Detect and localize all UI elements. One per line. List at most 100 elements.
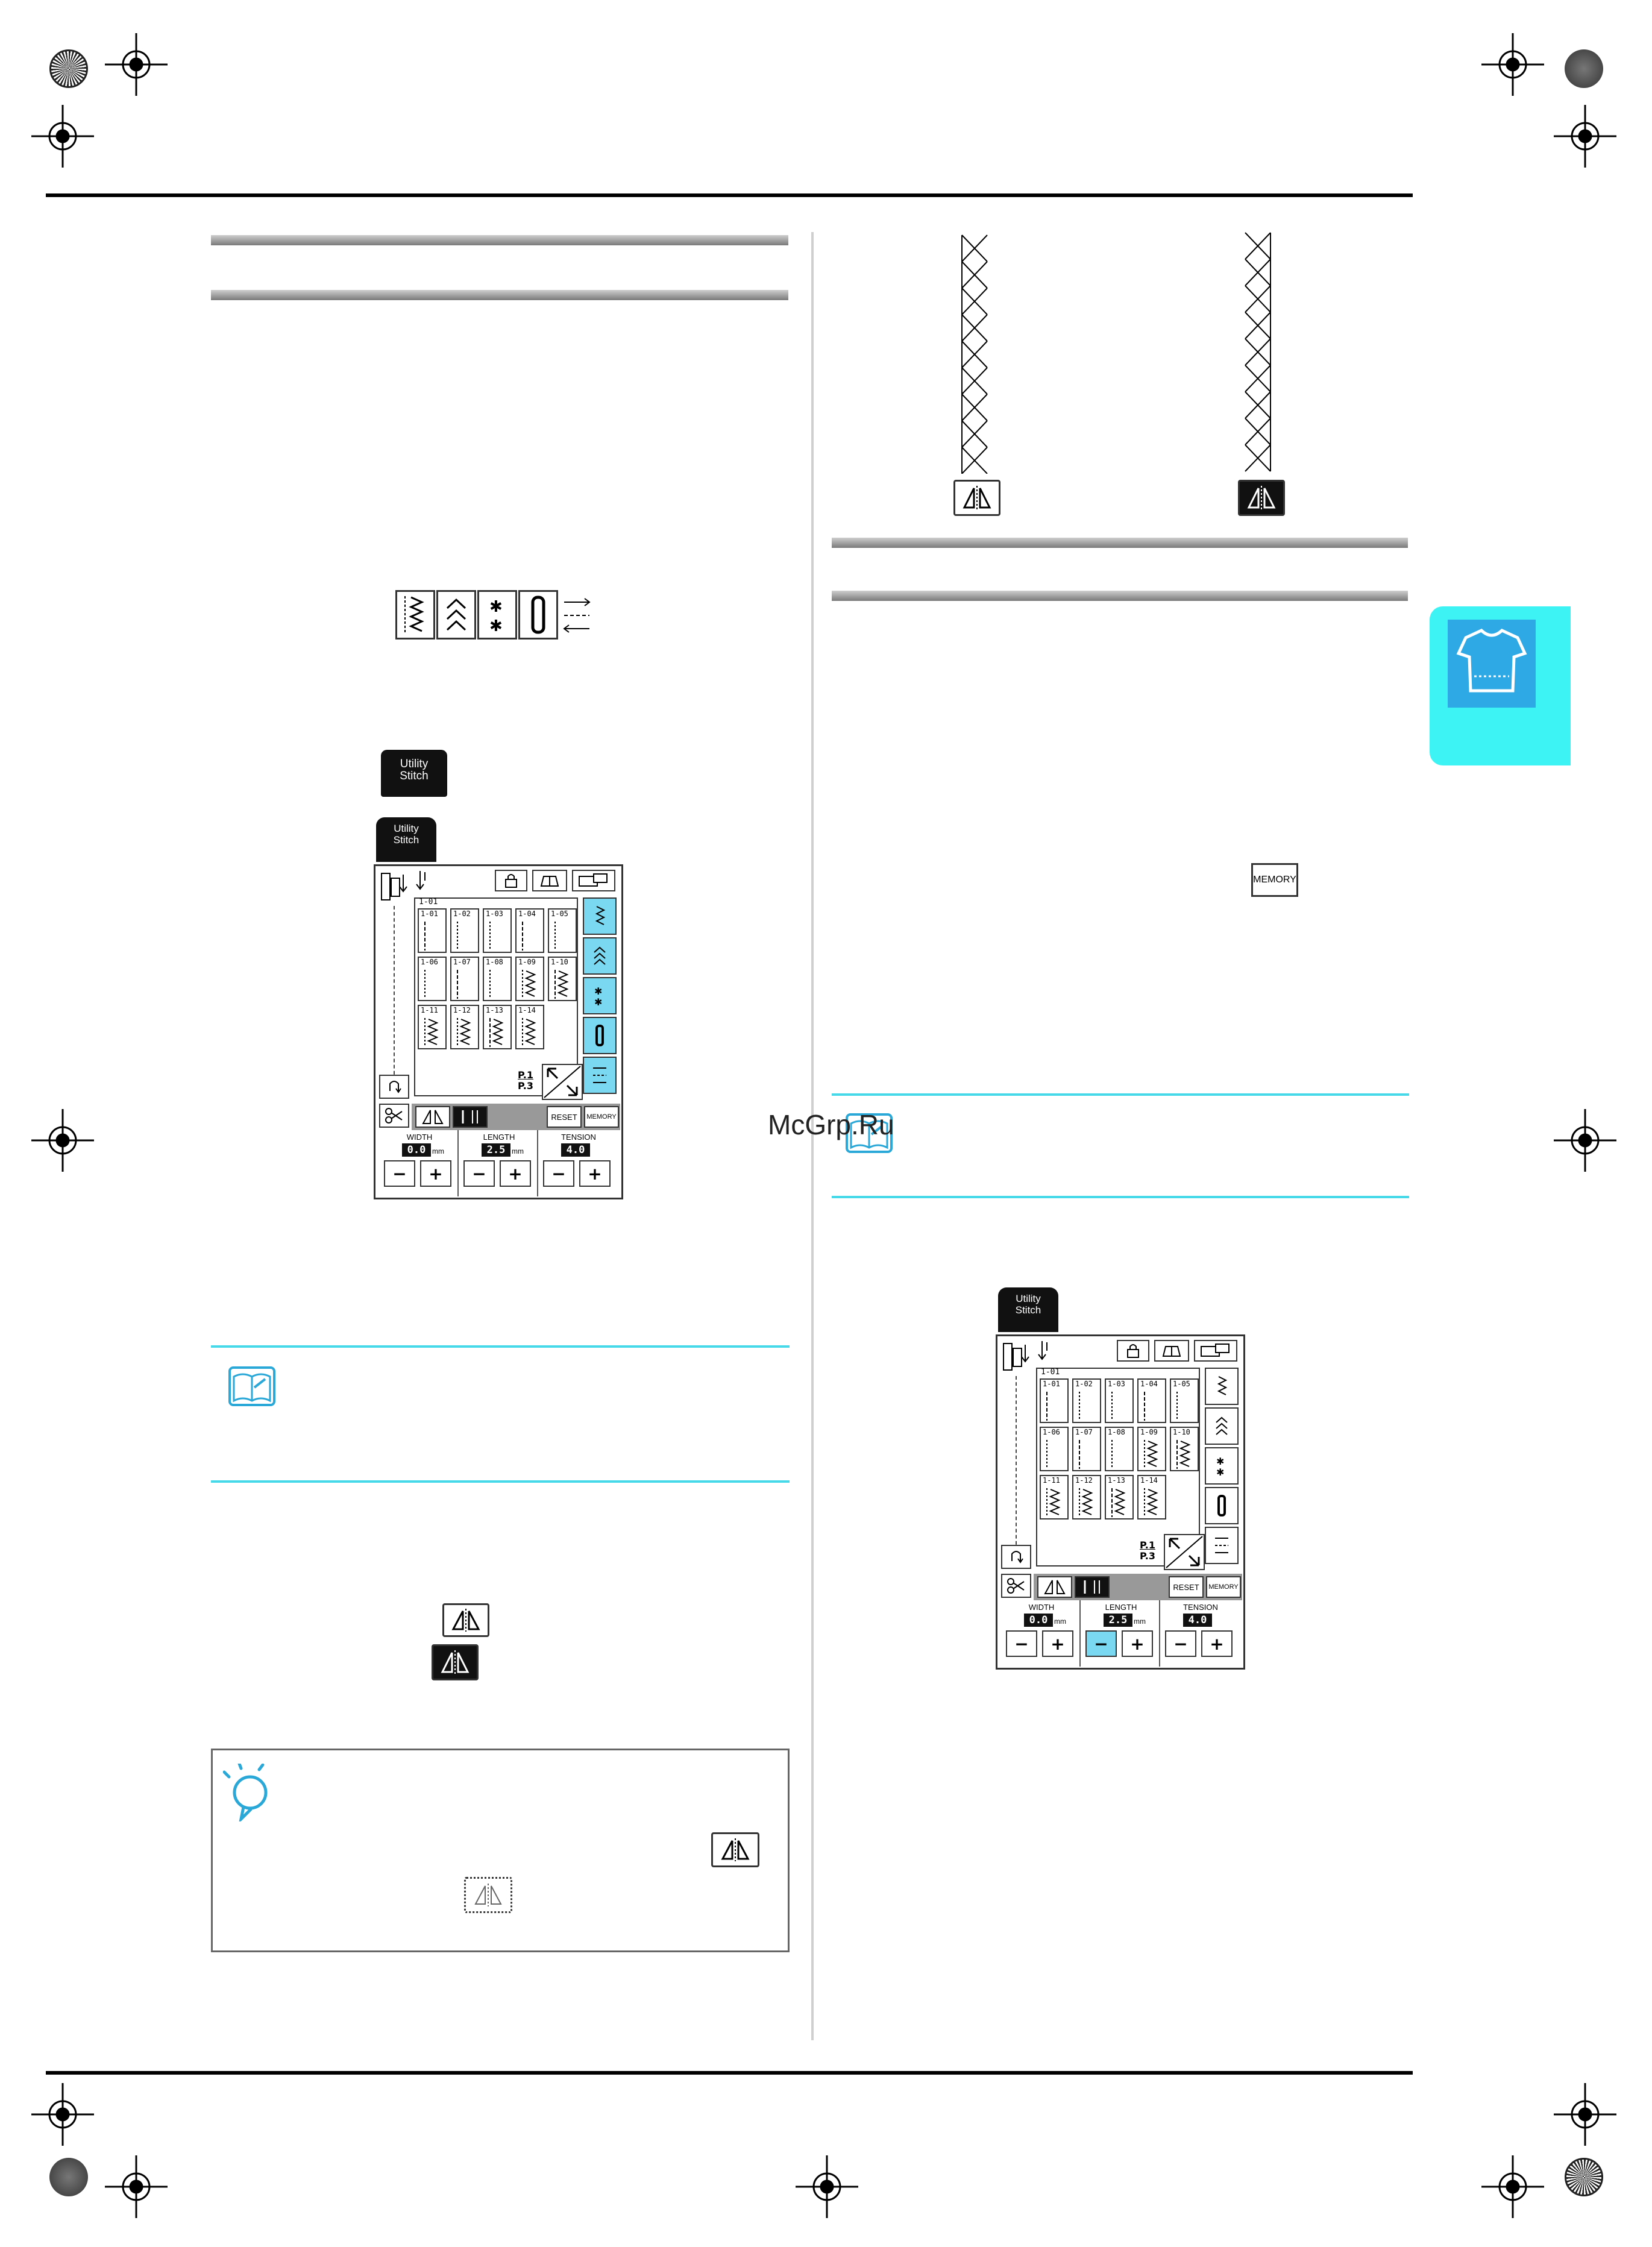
stitch-cell[interactable]: 1-01 (1040, 1378, 1069, 1423)
settings-icon[interactable] (1154, 1340, 1189, 1362)
stitch-cell[interactable]: 1-07 (1072, 1427, 1101, 1471)
stitch-cell-label: 1-12 (1075, 1476, 1093, 1485)
lock-icon[interactable] (495, 870, 527, 891)
stitch-cell[interactable]: 1-02 (450, 908, 479, 953)
note-box (211, 1749, 790, 1952)
stitch-cell[interactable]: 1-11 (418, 1005, 447, 1049)
reset-button[interactable]: RESET (547, 1106, 582, 1128)
stitch-cell[interactable]: 1-06 (1040, 1427, 1069, 1471)
plus-button[interactable]: + (1122, 1630, 1153, 1657)
stitch-cell-label: 1-13 (1108, 1476, 1125, 1485)
stitch-cell[interactable]: 1-14 (1137, 1475, 1166, 1519)
memory-button[interactable]: MEMORY (584, 1106, 619, 1128)
stitch-cell[interactable]: 1-04 (1137, 1378, 1166, 1423)
stitch-category-tab[interactable] (1205, 1487, 1239, 1524)
stitch-cell-label: 1-12 (453, 1006, 471, 1014)
minus-button[interactable]: − (1006, 1630, 1037, 1657)
stitch-cell[interactable]: 1-10 (1170, 1427, 1199, 1471)
memo-book-icon (845, 1113, 893, 1156)
setting-value: 0.0 (402, 1143, 431, 1157)
minus-button[interactable]: − (1085, 1630, 1117, 1657)
setting-divider (1159, 1600, 1160, 1667)
stitch-cell[interactable]: 1-07 (450, 957, 479, 1001)
thread-cutter-button[interactable] (1001, 1574, 1031, 1598)
help-icon[interactable] (572, 870, 615, 891)
minus-button[interactable]: − (463, 1160, 495, 1187)
unit-text: mm (512, 1147, 524, 1155)
plus-button[interactable]: + (1201, 1630, 1233, 1657)
stitch-category-tab[interactable] (1205, 1527, 1239, 1564)
settings-icon[interactable] (532, 870, 567, 891)
twin-needle-button[interactable] (1075, 1576, 1110, 1598)
stitch-category-tab[interactable] (583, 897, 617, 935)
plus-button[interactable]: + (500, 1160, 531, 1187)
stitch-cell[interactable]: 1-08 (1105, 1427, 1134, 1471)
stitch-category-tab[interactable] (1205, 1407, 1239, 1445)
registration-starburst-icon (1565, 2158, 1603, 2196)
mirror-image-button-on[interactable] (1238, 480, 1285, 516)
mirror-image-button[interactable] (442, 1603, 489, 1637)
stitch-cell-label: 1-06 (421, 958, 438, 966)
thread-cutter-button[interactable] (379, 1104, 409, 1128)
mirror-button-lcd[interactable] (415, 1106, 450, 1128)
stitch-group-label: 1-01 (419, 897, 438, 907)
stitch-cell[interactable]: 1-04 (515, 908, 544, 953)
stitch-category-tab[interactable] (583, 1057, 617, 1094)
stitch-cell[interactable]: 1-01 (418, 908, 447, 953)
unit-text: mm (1134, 1617, 1146, 1626)
utility-stitch-button[interactable]: Utility Stitch (381, 750, 447, 797)
stitch-cell[interactable]: 1-12 (450, 1005, 479, 1049)
mirror-image-button-off[interactable] (953, 480, 1000, 516)
plus-text: + (1051, 1633, 1065, 1654)
stitch-category-tab[interactable] (583, 1017, 617, 1054)
stitch-cell[interactable]: 1-09 (515, 957, 544, 1001)
minus-button[interactable]: − (384, 1160, 415, 1187)
stitch-cell[interactable]: 1-10 (548, 957, 577, 1001)
stitch-cell[interactable]: 1-05 (1170, 1378, 1199, 1423)
page-scroll-button[interactable] (542, 1064, 583, 1100)
plus-text: + (1210, 1633, 1224, 1654)
mirror-button-lcd[interactable] (1037, 1576, 1072, 1598)
stitch-category-tab[interactable] (1205, 1368, 1239, 1405)
reset-button[interactable]: RESET (1169, 1576, 1204, 1598)
stitch-cell[interactable]: 1-03 (483, 908, 512, 953)
stitch-cell[interactable]: 1-13 (483, 1005, 512, 1049)
plus-button[interactable]: + (1042, 1630, 1073, 1657)
stitch-cell[interactable]: 1-06 (418, 957, 447, 1001)
cross-stitch-mirrored (1242, 230, 1278, 476)
plus-button[interactable]: + (579, 1160, 611, 1187)
setting-divider (1079, 1600, 1081, 1667)
stitch-category-tab[interactable] (583, 937, 617, 975)
memory-key[interactable]: MEMORY (1251, 863, 1298, 897)
twin-needle-button[interactable] (453, 1106, 488, 1128)
needle-position-icon (412, 870, 430, 893)
lock-icon[interactable] (1117, 1340, 1149, 1362)
stitch-cell[interactable]: 1-14 (515, 1005, 544, 1049)
memory-button[interactable]: MEMORY (1206, 1576, 1241, 1598)
mirror-image-button-selected[interactable] (432, 1644, 479, 1680)
zigzag-category-icon (395, 590, 435, 640)
stitch-cell[interactable]: 1-13 (1105, 1475, 1134, 1519)
stitch-cell[interactable]: 1-09 (1137, 1427, 1166, 1471)
reverse-stitch-button[interactable] (379, 1075, 409, 1099)
plus-text: + (1130, 1633, 1145, 1654)
stitch-category-tab[interactable]: ✱✱ (1205, 1447, 1239, 1485)
minus-button[interactable]: − (1165, 1630, 1196, 1657)
stitch-cell[interactable]: 1-05 (548, 908, 577, 953)
stitch-cell[interactable]: 1-03 (1105, 1378, 1134, 1423)
stitch-cell[interactable]: 1-12 (1072, 1475, 1101, 1519)
stitch-cell[interactable]: 1-02 (1072, 1378, 1101, 1423)
minus-button[interactable]: − (543, 1160, 574, 1187)
reverse-stitch-button[interactable] (1001, 1545, 1031, 1569)
stitch-category-tab[interactable]: ✱✱ (583, 977, 617, 1014)
stitch-cell[interactable]: 1-11 (1040, 1475, 1069, 1519)
mirror-image-button-note[interactable] (711, 1832, 759, 1867)
stitch-cell[interactable]: 1-08 (483, 957, 512, 1001)
help-icon[interactable] (1194, 1340, 1237, 1362)
plus-button[interactable]: + (420, 1160, 451, 1187)
page-scroll-button[interactable] (1164, 1534, 1205, 1570)
